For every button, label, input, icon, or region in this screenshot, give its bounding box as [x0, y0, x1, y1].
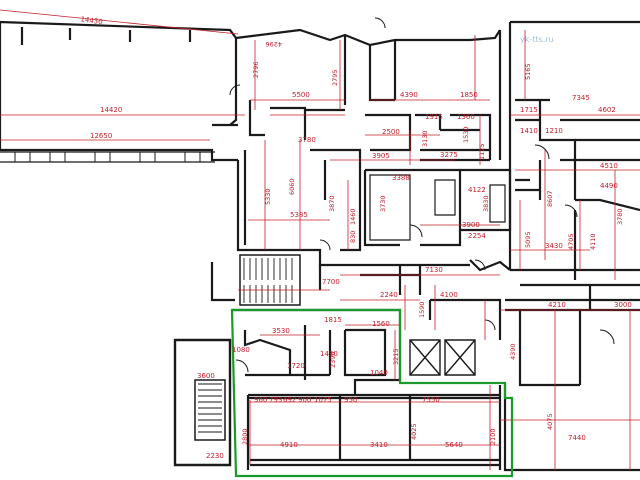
dim-v-2796: 2796 [252, 61, 260, 78]
dim-960: 960 [254, 396, 267, 404]
dim-7550: 7550 [422, 396, 440, 404]
dim-v-6060: 6060 [288, 178, 296, 195]
dim-3905: 3905 [372, 152, 390, 160]
dimension-lines [0, 9, 640, 470]
dim-v-830: 830 [349, 231, 357, 243]
dim-5385: 5385 [290, 211, 308, 219]
dim-1040: 1040 [370, 369, 388, 377]
dim-14430: 14430 [80, 15, 103, 26]
dim-1080: 1080 [232, 346, 250, 354]
dim-3900: 3900 [462, 221, 480, 229]
dim-v-1125: 1125 [478, 143, 486, 160]
dimension-labels-horizontal: 14430 14420 12650 5500 4390 1850 7345 46… [80, 15, 632, 460]
dim-12650: 12650 [90, 132, 112, 140]
dim-4510: 4510 [600, 162, 618, 170]
dim-1360: 1360 [457, 113, 475, 121]
dim-1410: 1410 [520, 127, 538, 135]
dim-7700: 7700 [322, 278, 340, 286]
dim-v-3780b: 3780 [616, 208, 624, 225]
dim-5500: 5500 [292, 91, 310, 99]
dim-v-1530: 1530 [462, 126, 470, 143]
dim-1715: 1715 [520, 106, 538, 114]
dim-7345: 7345 [572, 94, 590, 102]
dim-3530: 3530 [272, 327, 290, 335]
stair-treads [198, 258, 293, 433]
dim-v-5095: 5095 [524, 231, 532, 248]
dim-v-3215: 3215 [392, 348, 400, 365]
dim-v-4025: 4025 [410, 423, 418, 440]
dim-5640: 5640 [445, 441, 463, 449]
watermark: yk-tts.ru [520, 35, 554, 44]
dim-793: 793 [269, 396, 282, 404]
dim-3388: 3388 [392, 174, 410, 182]
dim-v-3130: 3130 [421, 130, 429, 147]
dim-7130: 7130 [425, 266, 443, 274]
dim-4122: 4122 [468, 186, 486, 194]
dim-v-4296: 4296 [265, 40, 282, 48]
dim-v-2390: 2390 [329, 351, 337, 368]
dim-3410: 3410 [370, 441, 388, 449]
dim-v-4110: 4110 [589, 233, 597, 250]
dim-v-5165: 5165 [524, 63, 532, 80]
dim-3600: 3600 [197, 372, 215, 380]
dim-7440: 7440 [568, 434, 586, 442]
dim-900: 900 [298, 396, 311, 404]
dim-1430: 1430 [320, 350, 338, 358]
dim-v-4075: 4075 [546, 413, 554, 430]
dim-v-8607: 8607 [546, 190, 554, 207]
dim-1210: 1210 [545, 127, 563, 135]
dim-v-3870: 3870 [328, 195, 336, 212]
dim-14420: 14420 [100, 106, 122, 114]
dim-v-1590: 1590 [418, 301, 426, 318]
dim-4210: 4210 [548, 301, 566, 309]
dim-4910: 4910 [280, 441, 298, 449]
dim-2500: 2500 [382, 128, 400, 136]
dim-4100: 4100 [440, 291, 458, 299]
dim-v-4705: 4705 [567, 233, 575, 250]
dim-4490: 4490 [600, 182, 618, 190]
dim-2240: 2240 [380, 291, 398, 299]
dim-950: 950 [344, 396, 357, 404]
dim-1075: 1075 [314, 396, 332, 404]
dim-692: 692 [283, 396, 296, 404]
dim-1850: 1850 [460, 91, 478, 99]
dim-3000: 3000 [614, 301, 632, 309]
dim-4390: 4390 [400, 91, 418, 99]
dim-4602: 4602 [598, 106, 616, 114]
dim-1815: 1815 [324, 316, 342, 324]
dim-2230: 2230 [206, 452, 224, 460]
dim-3780a: 3780 [298, 136, 316, 144]
dim-v-3830: 3830 [482, 195, 490, 212]
door-swings [229, 17, 615, 373]
dim-v-2795: 2795 [331, 69, 339, 86]
dimension-labels-vertical: 2796 2795 4296 3130 1530 1125 5165 6060 … [241, 40, 624, 445]
dim-v-1460: 1460 [349, 208, 357, 225]
dim-v-2800: 2800 [241, 428, 249, 445]
dim-3430: 3430 [545, 242, 563, 250]
dim-1915: 1915 [425, 113, 443, 121]
dim-v-5330: 5330 [264, 188, 272, 205]
dim-v-4390b: 4390 [509, 343, 517, 360]
highlight-outline [230, 308, 514, 478]
dim-v-3730: 3730 [379, 195, 387, 212]
dim-2254: 2254 [468, 232, 486, 240]
dim-1560: 1560 [372, 320, 390, 328]
dim-1720: 1720 [287, 362, 305, 370]
dim-v-2100: 2100 [489, 428, 497, 445]
dim-3275: 3275 [440, 151, 458, 159]
